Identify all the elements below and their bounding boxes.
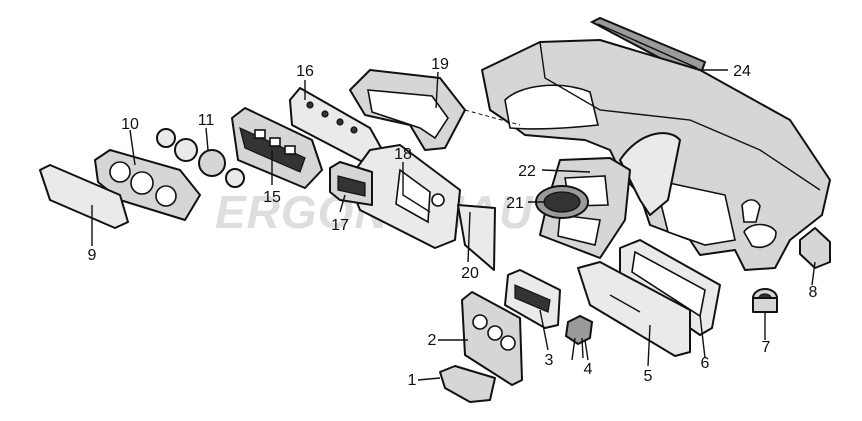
part-17-switch	[329, 161, 373, 206]
callout-22: 22	[518, 163, 536, 180]
callout-7: 7	[762, 339, 771, 356]
callout-21: 21	[506, 195, 524, 212]
part-dashboard-body	[481, 39, 831, 271]
leader-lines	[91, 69, 816, 381]
part-3-control-module	[504, 269, 561, 329]
part-1-small-bracket	[439, 365, 496, 403]
callout-1: 1	[408, 372, 417, 389]
part-7-knob	[752, 288, 778, 313]
callout-8: 8	[809, 284, 818, 301]
callout-15: 15	[263, 189, 281, 206]
callout-17: 17	[331, 217, 349, 234]
callout-3: 3	[545, 352, 554, 369]
part-8-side-vent	[799, 227, 831, 269]
callout-18: 18	[394, 146, 412, 163]
part-19-instrument-hood	[349, 69, 521, 151]
part-10-gauge-housing	[94, 149, 201, 221]
callout-labels: 1 2 3 4 5 6 7 8 9 10 11 15 16 17 18 19 2…	[88, 56, 818, 389]
callout-5: 5	[644, 368, 653, 385]
part-4-ignition	[564, 314, 594, 361]
callout-4: 4	[584, 361, 593, 378]
part-21-vent	[535, 185, 589, 219]
callout-24: 24	[733, 63, 751, 80]
part-5-glovebox-door	[577, 261, 691, 357]
part-9-gauge-lens	[39, 164, 129, 229]
callout-9: 9	[88, 247, 97, 264]
callout-11: 11	[198, 112, 215, 129]
callout-10: 10	[121, 116, 139, 133]
callout-20: 20	[461, 265, 479, 282]
callout-6: 6	[701, 355, 710, 372]
callout-19: 19	[431, 56, 449, 73]
part-11-gauge	[156, 128, 245, 188]
part-18-lower-panel	[347, 144, 461, 249]
callout-16: 16	[296, 63, 314, 80]
part-2-bracket	[461, 291, 523, 386]
callout-2: 2	[428, 332, 437, 349]
part-20-side-trim	[457, 204, 496, 271]
